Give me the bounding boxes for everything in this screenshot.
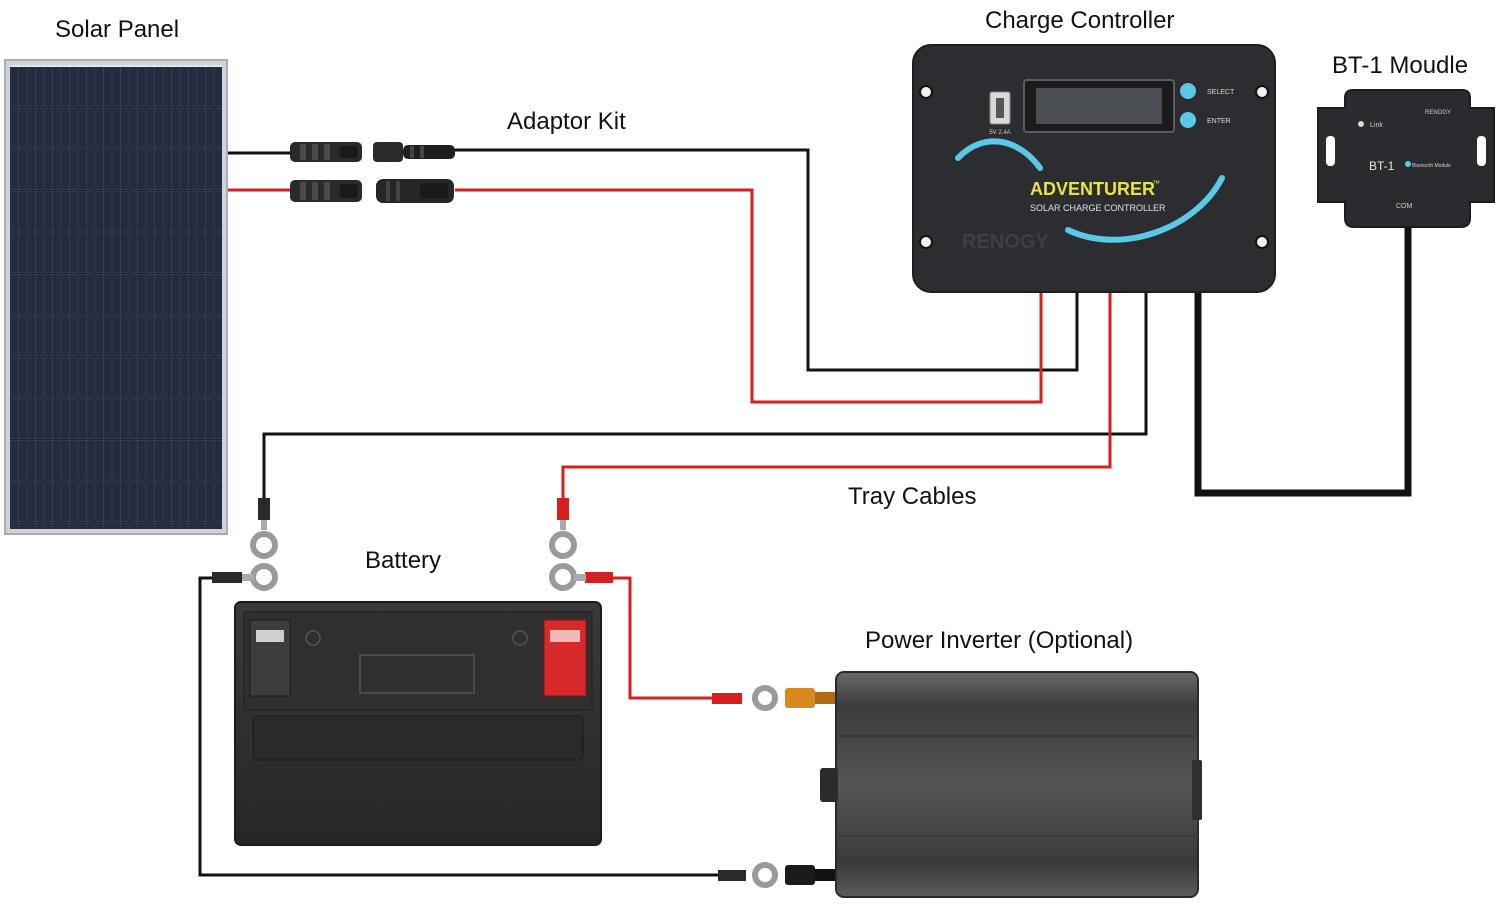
swoosh-bottom-right-icon [1065, 175, 1225, 243]
mounting-hole-icon [1255, 85, 1269, 99]
mc4-connector-negative-male [290, 142, 362, 162]
negative-crimp-sleeve [258, 498, 270, 520]
negative-ring-terminal-icon [250, 531, 278, 559]
adaptor-kit-connectors [290, 142, 455, 203]
link-led-icon [1358, 121, 1364, 127]
bt1-module: Link RENOGY BT-1 Bluetooth Module COM [1317, 89, 1495, 228]
battery-terminals-wiring [212, 498, 613, 591]
battery [234, 601, 602, 846]
positive-ring-terminal-icon [549, 563, 577, 591]
inverter-side-port [1192, 760, 1202, 820]
positive-crimp-sleeve [557, 498, 569, 520]
inverter-body [835, 671, 1199, 898]
inverter-positive-ring-icon [752, 685, 778, 711]
charge-controller: 5V 2.4A SELECT ENTER ADVENTURER ™ SOLAR … [912, 44, 1276, 293]
enter-label: ENTER [1207, 118, 1231, 125]
enter-button[interactable] [1180, 112, 1196, 128]
adaptor-kit-label: Adaptor Kit [507, 108, 626, 135]
battery-top-cover [243, 611, 593, 711]
mc4-connector-positive-male [290, 180, 362, 202]
bt1-module-label: BT-1 Moudle [1332, 52, 1469, 79]
inverter-positive-plug [785, 688, 815, 708]
bt1-bluetooth-text: Bluetooth Module [1412, 163, 1451, 169]
inverter-negative-ring-icon [752, 862, 778, 888]
tray-cables-label: Tray Cables [848, 483, 977, 510]
mounting-hole-icon [1255, 235, 1269, 249]
negative-ring-terminal-icon [250, 563, 278, 591]
solar-panel-cells [10, 66, 222, 529]
bt1-com-label: COM [1396, 203, 1413, 210]
bt1-mount-slot-right [1477, 136, 1486, 166]
solar-panel [4, 59, 228, 535]
wires [198, 148, 1412, 877]
renogy-watermark: RENOGY [962, 231, 1049, 253]
select-button[interactable] [1180, 83, 1196, 99]
inverter-positive-lug-sleeve [712, 693, 742, 704]
tray-cable-negative [262, 292, 1148, 500]
mounting-hole-icon [919, 235, 933, 249]
mc4-connector-negative-female [373, 142, 455, 162]
bt-module-cable [1194, 228, 1412, 497]
select-label: SELECT [1207, 89, 1235, 96]
inverter-positive-wire [605, 576, 712, 700]
inverter-positive-crimp [585, 572, 613, 583]
charge-controller-label: Charge Controller [985, 7, 1175, 34]
battery-vent-icon [512, 630, 528, 646]
controller-subtitle: SOLAR CHARGE CONTROLLER [1030, 203, 1166, 213]
battery-vent-icon [305, 630, 321, 646]
bt1-link-label: Link [1370, 122, 1383, 129]
solar-panel-label: Solar Panel [55, 16, 180, 43]
inverter-negative-lug-sleeve [718, 870, 746, 881]
power-inverter [712, 671, 1202, 898]
trademark-symbol: ™ [1152, 179, 1160, 188]
battery-label: Battery [365, 547, 442, 574]
positive-ring-terminal-icon [549, 531, 577, 559]
bt1-mount-slot-left [1326, 136, 1335, 166]
battery-label-area [359, 654, 475, 694]
swoosh-top-left-icon [955, 138, 1043, 171]
bluetooth-icon [1405, 161, 1411, 167]
adventurer-brand: ADVENTURER [1030, 179, 1155, 199]
adaptor-positive-wire [455, 188, 1043, 404]
inverter-switch [820, 768, 838, 802]
mounting-hole-icon [919, 85, 933, 99]
inverter-negative-crimp [212, 572, 242, 583]
bt1-brand: RENOGY [1425, 110, 1451, 116]
power-inverter-label: Power Inverter (Optional) [865, 627, 1134, 654]
lcd-screen [1036, 88, 1162, 124]
inverter-negative-plug [785, 865, 815, 885]
tray-cable-positive [561, 292, 1112, 500]
battery-handle [252, 715, 584, 761]
mc4-connector-positive-female [376, 179, 454, 203]
usb-rating: 5V 2.4A [989, 130, 1010, 136]
adaptor-negative-wire [455, 148, 1079, 372]
inverter-negative-wire [198, 576, 718, 877]
bt1-model: BT-1 [1369, 159, 1395, 173]
